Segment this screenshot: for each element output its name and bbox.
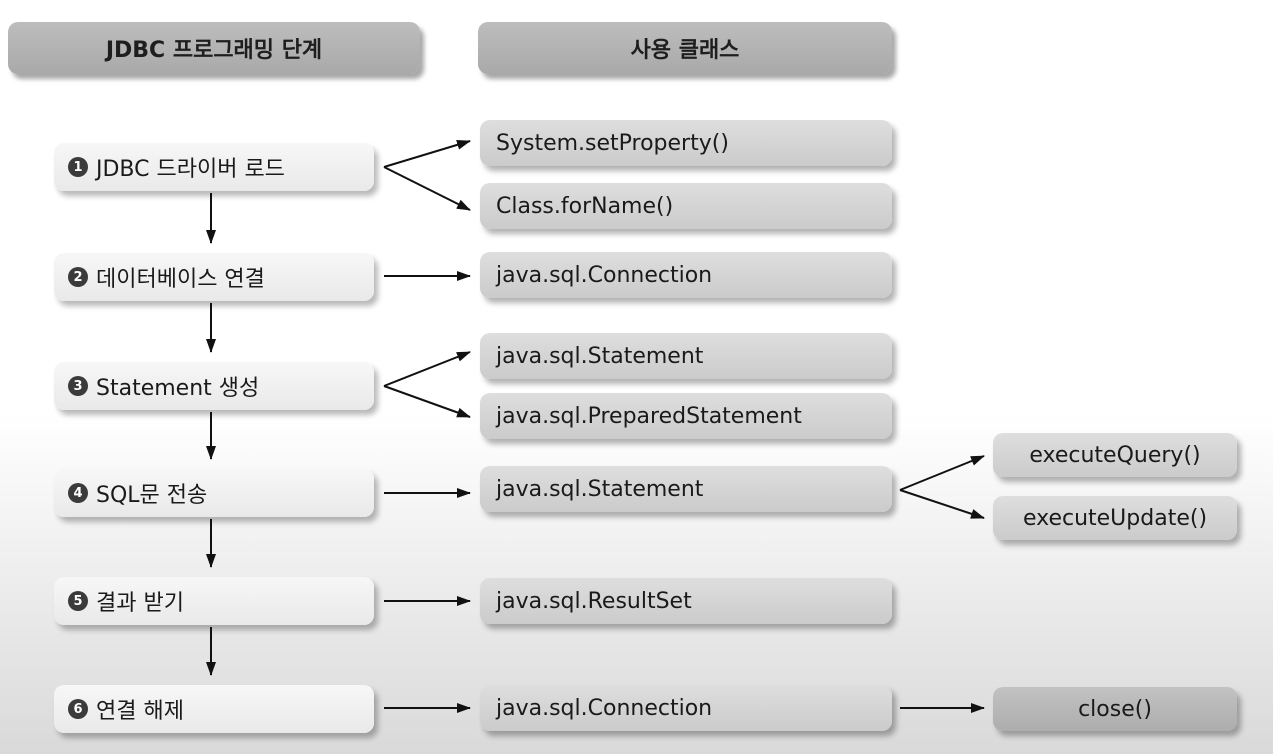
method-box-close: close() <box>993 687 1237 731</box>
steps-header: JDBC 프로그래밍 단계 <box>8 22 420 74</box>
step-label: SQL문 전송 <box>96 483 208 508</box>
arrow-statement-executeupdate <box>899 489 985 519</box>
classes-header-label: 사용 클래스 <box>630 38 740 63</box>
step-number-badge: 1 <box>68 157 88 177</box>
method-label: executeQuery() <box>1029 442 1201 468</box>
step-5-receive-results: 5 결과 받기 <box>54 577 374 625</box>
class-label: java.sql.Connection <box>496 262 713 288</box>
method-label: close() <box>1078 696 1152 722</box>
class-label: java.sql.Statement <box>496 343 704 369</box>
class-box-preparedstatement: java.sql.PreparedStatement <box>480 393 892 439</box>
class-box-connection-close: java.sql.Connection <box>480 685 892 731</box>
step-number-badge: 4 <box>68 483 88 503</box>
arrow-statement-executequery <box>899 455 985 491</box>
class-box-resultset: java.sql.ResultSet <box>480 578 892 624</box>
step-number-badge: 6 <box>68 699 88 719</box>
steps-header-label: JDBC 프로그래밍 단계 <box>105 38 323 63</box>
class-box-system-setproperty: System.setProperty() <box>480 120 892 166</box>
method-label: executeUpdate() <box>1022 505 1208 531</box>
step-label: 연결 해제 <box>96 699 184 724</box>
step-4-send-sql: 4 SQL문 전송 <box>54 469 374 517</box>
arrow-step3-statement <box>383 351 471 387</box>
step-number-badge: 2 <box>68 267 88 287</box>
method-box-executequery: executeQuery() <box>993 433 1237 477</box>
class-label: java.sql.ResultSet <box>496 588 692 614</box>
method-box-executeupdate: executeUpdate() <box>993 496 1237 540</box>
class-label: java.sql.PreparedStatement <box>496 403 802 429</box>
class-label: java.sql.Connection <box>496 695 713 721</box>
class-label: java.sql.Statement <box>496 476 704 502</box>
step-6-close-connection: 6 연결 해제 <box>54 685 374 733</box>
classes-header: 사용 클래스 <box>478 22 892 74</box>
class-box-class-forname: Class.forName() <box>480 183 892 229</box>
step-label: JDBC 드라이버 로드 <box>96 157 285 182</box>
step-1-load-driver: 1 JDBC 드라이버 로드 <box>54 143 374 191</box>
class-box-statement-send: java.sql.Statement <box>480 466 892 512</box>
class-box-statement: java.sql.Statement <box>480 333 892 379</box>
arrow-step3-prepared <box>383 385 471 418</box>
class-box-connection: java.sql.Connection <box>480 252 892 298</box>
step-3-create-statement: 3 Statement 생성 <box>54 362 374 410</box>
class-label: Class.forName() <box>496 193 674 219</box>
step-number-badge: 5 <box>68 591 88 611</box>
step-2-connect-database: 2 데이터베이스 연결 <box>54 253 374 301</box>
arrow-step1-setproperty <box>383 139 471 168</box>
step-label: Statement 생성 <box>96 376 260 401</box>
class-label: System.setProperty() <box>496 130 729 156</box>
step-label: 데이터베이스 연결 <box>96 267 265 292</box>
arrow-step1-forname <box>383 166 471 211</box>
step-label: 결과 받기 <box>96 591 184 616</box>
step-number-badge: 3 <box>68 376 88 396</box>
